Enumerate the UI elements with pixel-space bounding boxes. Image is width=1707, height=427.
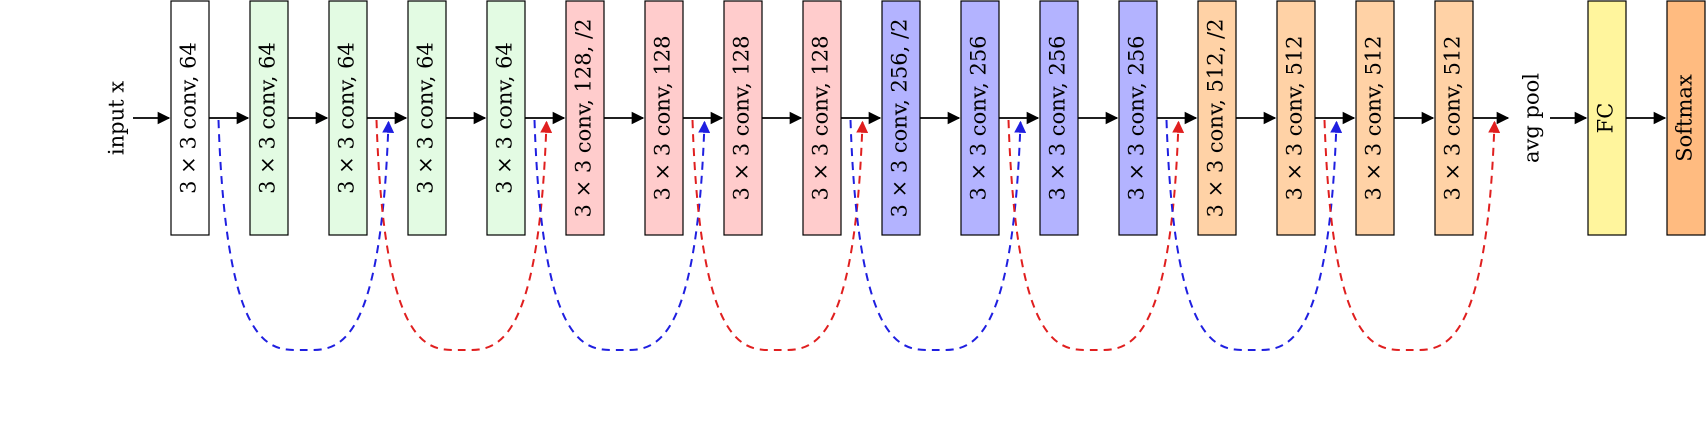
layer-block-box bbox=[170, 0, 210, 236]
layer-block-label: Softmax bbox=[1673, 74, 1697, 162]
layer-block: FC bbox=[1587, 0, 1627, 236]
layer-block-label: 3 × 3 conv, 512 bbox=[1362, 35, 1386, 200]
skip-connection-arc bbox=[849, 119, 1027, 352]
skip-connection-arc bbox=[1165, 119, 1343, 352]
layer-block-box bbox=[723, 0, 763, 236]
layer-block-label: 3 × 3 conv, 512 bbox=[1283, 35, 1307, 200]
layer-block-box bbox=[249, 0, 289, 236]
layer-block: 3 × 3 conv, 64 bbox=[249, 0, 289, 236]
layer-block-box bbox=[881, 0, 921, 236]
layer-block-box bbox=[960, 0, 1000, 236]
layer-block-box bbox=[1197, 0, 1237, 236]
layer-block-label: 3 × 3 conv, 256 bbox=[1125, 35, 1149, 200]
layer-block-box bbox=[1118, 0, 1158, 236]
layer-block: 3 × 3 conv, 256 bbox=[1039, 0, 1079, 236]
skip-connection-arc bbox=[375, 119, 553, 352]
layer-block: 3 × 3 conv, 512 bbox=[1434, 0, 1474, 236]
layer-block: 3 × 3 conv, 64 bbox=[328, 0, 368, 236]
layer-block-label: 3 × 3 conv, 128 bbox=[651, 35, 675, 200]
layer-block-box bbox=[1039, 0, 1079, 236]
skip-connection-arc bbox=[691, 119, 869, 352]
layer-block: 3 × 3 conv, 512 bbox=[1355, 0, 1395, 236]
layer-block: 3 × 3 conv, 128 bbox=[723, 0, 763, 236]
layer-block-label: FC bbox=[1594, 103, 1618, 134]
layer-block: 3 × 3 conv, 256 bbox=[1118, 0, 1158, 236]
layer-block-box bbox=[1587, 0, 1627, 236]
layer-block: 3 × 3 conv, 512 bbox=[1276, 0, 1316, 236]
layer-block-label: 3 × 3 conv, 128, /2 bbox=[572, 19, 596, 218]
layer-block-box bbox=[1434, 0, 1474, 236]
layer-block-box bbox=[1355, 0, 1395, 236]
avg-pool-label: avg pool bbox=[1520, 73, 1544, 163]
layer-block-box bbox=[407, 0, 447, 236]
layer-blocks: 3 × 3 conv, 64 3 × 3 conv, 64 3 × 3 conv, … bbox=[170, 0, 1706, 236]
layer-block: 3 × 3 conv, 512, /2 bbox=[1197, 0, 1237, 236]
layer-block-box bbox=[1666, 0, 1706, 236]
layer-block-label: 3 × 3 conv, 256, /2 bbox=[888, 19, 912, 218]
skip-connection-arc bbox=[217, 119, 395, 352]
layer-block-box bbox=[802, 0, 842, 236]
layer-block: 3 × 3 conv, 256, /2 bbox=[881, 0, 921, 236]
layer-block: Softmax bbox=[1666, 0, 1706, 236]
skip-connection-arc bbox=[533, 119, 711, 352]
layer-block-label: 3 × 3 conv, 64 bbox=[414, 42, 438, 194]
layer-block-label: 3 × 3 conv, 512, /2 bbox=[1204, 19, 1228, 218]
layer-block-box bbox=[328, 0, 368, 236]
input-label: input x bbox=[105, 81, 129, 155]
layer-block: 3 × 3 conv, 64 bbox=[486, 0, 526, 236]
layer-block-label: 3 × 3 conv, 256 bbox=[967, 35, 991, 200]
layer-block: 3 × 3 conv, 64 bbox=[170, 0, 210, 236]
skip-connection-arc bbox=[1007, 119, 1185, 352]
skip-connections bbox=[217, 119, 1501, 352]
layer-block-label: 3 × 3 conv, 128 bbox=[809, 35, 833, 200]
layer-block: 3 × 3 conv, 128, /2 bbox=[565, 0, 605, 236]
layer-block: 3 × 3 conv, 64 bbox=[407, 0, 447, 236]
layer-block-box bbox=[1276, 0, 1316, 236]
layer-block-label: 3 × 3 conv, 256 bbox=[1046, 35, 1070, 200]
layer-block: 3 × 3 conv, 128 bbox=[644, 0, 684, 236]
layer-block-label: 3 × 3 conv, 64 bbox=[335, 42, 359, 194]
layer-block-box bbox=[644, 0, 684, 236]
layer-block: 3 × 3 conv, 128 bbox=[802, 0, 842, 236]
skip-connection-arc bbox=[1323, 119, 1501, 352]
layer-block-label: 3 × 3 conv, 64 bbox=[177, 42, 201, 194]
layer-block-box bbox=[565, 0, 605, 236]
layer-block-label: 3 × 3 conv, 512 bbox=[1441, 35, 1465, 200]
layer-block-label: 3 × 3 conv, 64 bbox=[256, 42, 280, 194]
layer-block-label: 3 × 3 conv, 64 bbox=[493, 42, 517, 194]
layer-block-box bbox=[486, 0, 526, 236]
layer-block-label: 3 × 3 conv, 128 bbox=[730, 35, 754, 200]
layer-block: 3 × 3 conv, 256 bbox=[960, 0, 1000, 236]
